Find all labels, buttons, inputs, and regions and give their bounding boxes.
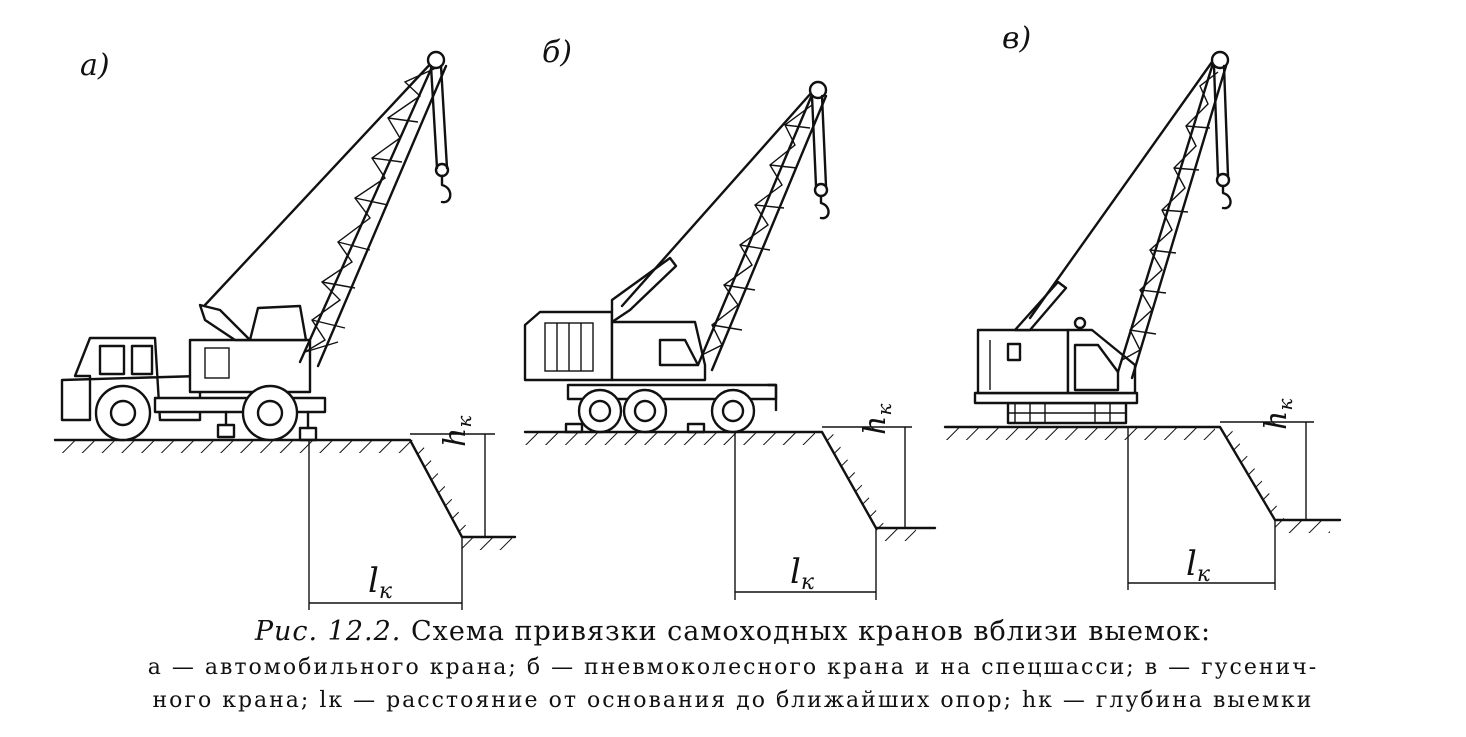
depth-label-c: hк xyxy=(1259,399,1297,430)
depth-label-a: hк xyxy=(438,416,476,447)
figure-number: Рис. 12.2. xyxy=(254,616,402,647)
panel-b-label: б) xyxy=(542,35,572,70)
panel-a: а) hк lк xyxy=(53,48,517,610)
depth-label-b: hк xyxy=(858,404,896,435)
excavation-b: hк lк xyxy=(523,404,937,600)
figure-caption-title: Рис. 12.2. Схема привязки самоходных кра… xyxy=(0,616,1466,647)
truck-crane xyxy=(60,50,452,442)
crane-diagram: а) hк lк xyxy=(53,21,1342,610)
crawler-crane xyxy=(973,50,1232,425)
excavation-c: hк lк xyxy=(943,399,1342,590)
distance-label-a: lк xyxy=(368,561,393,604)
pneumatic-crane xyxy=(523,80,830,434)
panel-c-label: в) xyxy=(1002,21,1031,56)
figure-caption-line1: а — автомобильного крана; б — пневмоколе… xyxy=(147,655,1319,680)
figure-caption-line2: ного крана; lк — расстояние от основания… xyxy=(152,688,1314,713)
excavation-a: hк lк xyxy=(53,416,517,610)
figure-title: Схема привязки самоходных кранов вблизи … xyxy=(410,616,1212,647)
panel-b: б) hк lк xyxy=(523,35,937,600)
distance-label-b: lк xyxy=(790,552,815,595)
panel-c: в) hк lк xyxy=(943,21,1342,590)
panel-a-label: а) xyxy=(80,48,110,83)
distance-label-c: lк xyxy=(1186,544,1211,587)
